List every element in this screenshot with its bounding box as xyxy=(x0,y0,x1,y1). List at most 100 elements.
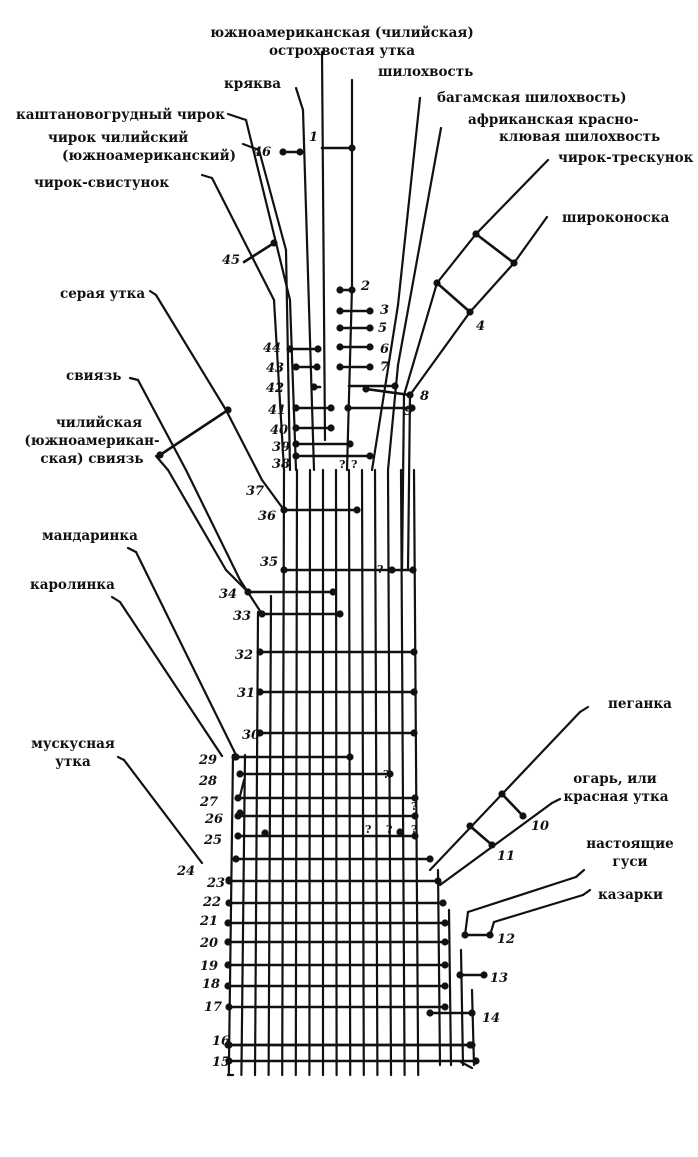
label-south-american-pintail-2: остроxвостая утка xyxy=(269,43,415,59)
shoveler-branch xyxy=(468,261,516,314)
label-mallard: кряква xyxy=(224,76,281,92)
character-dot xyxy=(386,770,394,778)
label-red-billed-pintail-1: африканская красно- xyxy=(468,112,639,128)
wigeon-branch xyxy=(128,376,140,382)
character-dot xyxy=(292,452,300,460)
character-dot xyxy=(468,1009,476,1017)
character-bar xyxy=(242,241,276,264)
garganey-branch xyxy=(400,393,406,572)
character-dot xyxy=(310,383,318,391)
character-dot xyxy=(292,363,300,371)
char-num-15: 15 xyxy=(212,1055,230,1070)
character-dot xyxy=(279,148,287,156)
character-dot xyxy=(439,899,447,907)
green-teal-branch xyxy=(272,298,286,472)
character-dot xyxy=(426,855,434,863)
character-dot xyxy=(225,1003,233,1011)
character-dot xyxy=(280,506,288,514)
char-num-17: 17 xyxy=(204,1000,222,1015)
char-num-38: 38 xyxy=(272,457,290,472)
tree-line xyxy=(238,778,246,798)
character-dot xyxy=(232,753,240,761)
character-dot xyxy=(224,919,232,927)
shoveler-branch xyxy=(406,393,412,572)
character-dot xyxy=(346,753,354,761)
character-dot xyxy=(292,424,300,432)
char-num-31: 31 xyxy=(237,686,255,701)
character-dot xyxy=(366,452,374,460)
character-dot xyxy=(224,982,232,990)
trunk-lineage xyxy=(308,468,312,1077)
character-dot xyxy=(336,363,344,371)
mallard-branch xyxy=(294,86,305,112)
character-dot xyxy=(236,770,244,778)
muscovy-branch xyxy=(122,758,204,865)
wood-duck-branch xyxy=(118,600,224,758)
char-num-44: 44 xyxy=(263,341,281,356)
chestnut-teal-branch xyxy=(226,112,248,122)
char-num-14: 14 xyxy=(482,1011,500,1026)
redbilled-branch xyxy=(386,363,400,472)
character-dot xyxy=(348,286,356,294)
char-num-43: 43 xyxy=(266,361,284,376)
label-bahama-pintail: багамская шилохвость) xyxy=(437,90,627,106)
brent-branch xyxy=(492,893,585,924)
char-num-10: 10 xyxy=(531,819,549,834)
label-south-american-pintail-1: южноамериканская (чилийская) xyxy=(210,25,474,41)
garganey-branch xyxy=(435,232,478,285)
char-num-40: 40 xyxy=(270,423,288,438)
char-num-1: 1 xyxy=(309,130,318,145)
character-dot xyxy=(472,1057,480,1065)
label-chestnut-teal: каштановогрудный чирок xyxy=(16,107,225,123)
wigeon-branch xyxy=(136,378,188,472)
brent-branch xyxy=(581,888,592,897)
gadwall-branch xyxy=(148,289,158,297)
character-dot xyxy=(441,919,449,927)
character-dot xyxy=(434,877,442,885)
character-dot xyxy=(270,239,278,247)
uncertain-marks: ? ? ? ? ? ? ? ? xyxy=(339,458,417,836)
character-dot xyxy=(225,1057,233,1065)
label-pintail: шилохвость xyxy=(378,64,473,80)
character-dot xyxy=(472,230,480,238)
chilean-teal-branch xyxy=(257,148,288,252)
character-dot xyxy=(336,286,344,294)
character-dot xyxy=(236,809,244,817)
character-dot xyxy=(232,855,240,863)
character-dot xyxy=(234,794,242,802)
uncertain-mark: ? xyxy=(365,823,371,836)
wigeon-branch xyxy=(184,468,242,582)
label-gadwall: серая утка xyxy=(60,286,145,302)
mallard-branch xyxy=(308,338,316,472)
shelduck-branch xyxy=(578,705,590,714)
character-dot xyxy=(410,688,418,696)
char-num-27: 27 xyxy=(199,795,218,810)
character-dot xyxy=(410,729,418,737)
char-num-36: 36 xyxy=(258,509,276,524)
char-num-29: 29 xyxy=(198,753,217,768)
ruddy-shelduck-branch xyxy=(438,801,554,887)
character-dot xyxy=(336,610,344,618)
char-num-45: 45 xyxy=(222,253,240,268)
char-num-42: 42 xyxy=(266,381,284,396)
char-num-23: 23 xyxy=(206,876,225,891)
character-dot xyxy=(225,876,233,884)
character-dot xyxy=(346,440,354,448)
char-num-22: 22 xyxy=(202,895,221,910)
character-dot xyxy=(261,829,269,837)
trunk-lineage xyxy=(412,468,420,1077)
shoveler-branch xyxy=(512,215,549,265)
char-num-41: 41 xyxy=(268,403,286,418)
character-dot xyxy=(519,812,527,820)
char-num-21: 21 xyxy=(199,914,218,929)
character-dot xyxy=(224,406,232,414)
character-dot xyxy=(348,144,356,152)
char-num-19: 19 xyxy=(200,959,218,974)
label-true-geese-1: настоящие xyxy=(586,836,673,852)
gadwall-branch xyxy=(154,293,228,412)
character-dot xyxy=(327,424,335,432)
ruddy-shelduck-branch xyxy=(550,797,562,805)
character-dot xyxy=(466,1041,474,1049)
